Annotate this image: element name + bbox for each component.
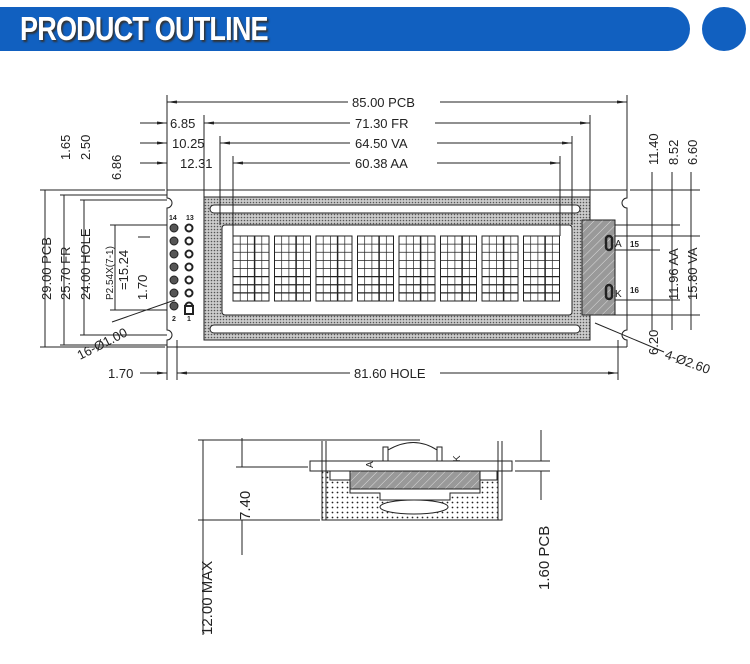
pin-pad: [169, 288, 179, 298]
character-cell: [523, 235, 560, 302]
dim-max-thickness: 12.00 MAX: [199, 561, 216, 635]
pin-pad: [184, 249, 194, 259]
header-decoration-circle: [702, 7, 746, 51]
dim-right-2: 8.52: [666, 140, 681, 165]
pin-pad: [169, 236, 179, 246]
mount-hole-callout: 4-Ø2.60: [663, 347, 712, 377]
dim-hole-span: 81.60 HOLE: [354, 366, 426, 381]
dim-pcb-width: 85.00 PCB: [352, 95, 415, 110]
character-cell: [232, 235, 270, 302]
dim-va-width: 64.50 VA: [355, 136, 408, 151]
backlight-tab: [581, 219, 616, 316]
dim-pin-span: =15.24: [116, 250, 131, 290]
dim-fr-offset: 6.85: [170, 116, 195, 131]
pin-header: [169, 223, 194, 315]
pin-pad: [169, 275, 179, 285]
pin-pad: [184, 223, 194, 233]
dim-right-1: 11.40: [646, 133, 661, 165]
dim-aa-width: 60.38 AA: [355, 156, 408, 171]
dim-pin-pitch: P2.54X(7-1): [105, 246, 116, 300]
pin-label: 1: [187, 316, 191, 323]
character-cell: [440, 235, 477, 302]
pin-pad: [169, 223, 179, 233]
dim-hole-offset: 1.70: [108, 366, 133, 381]
pin-pad: [184, 275, 194, 285]
dim-hole-height: 24.00 HOLE: [78, 228, 93, 300]
dim-pcb-height: 29.00 PCB: [39, 237, 54, 300]
character-cell: [357, 235, 394, 302]
backlight-cathode-label: K: [615, 289, 622, 300]
character-blocks: [232, 235, 560, 302]
section-title: PRODUCT OUTLINE: [20, 10, 269, 47]
dim-fr-height: 25.70 FR: [58, 247, 73, 300]
dim-right-bottom: 6.20: [646, 330, 661, 355]
side-view: A K 12.00 MAX 7.40 1.60 PCB: [198, 430, 553, 635]
pin-label: 16: [630, 286, 639, 295]
dim-module-thickness: 7.40: [237, 491, 254, 520]
pin-label: 13: [186, 215, 194, 222]
dim-fr-width: 71.30 FR: [355, 116, 408, 131]
dim-hole-top-offset: 2.50: [78, 135, 93, 160]
dim-fr-top-offset: 1.65: [58, 135, 73, 160]
dim-right-3: 6.60: [685, 140, 700, 165]
pin-pad: [169, 262, 179, 272]
dim-aa-height: 11.96 AA: [666, 248, 681, 300]
pin-pad: [184, 288, 194, 298]
side-anode-label: A: [365, 461, 376, 468]
dim-va-offset: 10.25: [172, 136, 205, 151]
backlight-anode-label: A: [615, 239, 622, 250]
dim-pcb-thickness: 1.60 PCB: [536, 526, 553, 590]
dim-va-height: 15.80 VA: [685, 247, 700, 300]
top-view: A K 15 16 14 13 2 1 85.00 PCB 6.85 71.30…: [39, 95, 712, 381]
side-cathode-label: K: [452, 455, 463, 462]
pin-1-pad: [184, 305, 194, 315]
pin-label: 15: [630, 240, 639, 249]
dim-aa-offset: 12.31: [180, 156, 213, 171]
character-cell: [481, 235, 519, 302]
dim-pin-top-offset: 6.86: [109, 155, 124, 180]
pin-label: 2: [172, 316, 176, 323]
pin-pad: [169, 301, 179, 311]
section-header-banner: PRODUCT OUTLINE: [0, 7, 690, 51]
character-cell: [398, 235, 436, 302]
pin-pad: [184, 262, 194, 272]
dim-pin-spacing: 1.70: [135, 275, 150, 300]
pin-label: 14: [169, 215, 177, 222]
pin-pad: [169, 249, 179, 259]
pin-hole-callout: 16-Ø1.00: [75, 325, 130, 363]
character-cell: [315, 235, 353, 302]
character-cell: [274, 235, 311, 302]
pin-pad: [184, 236, 194, 246]
